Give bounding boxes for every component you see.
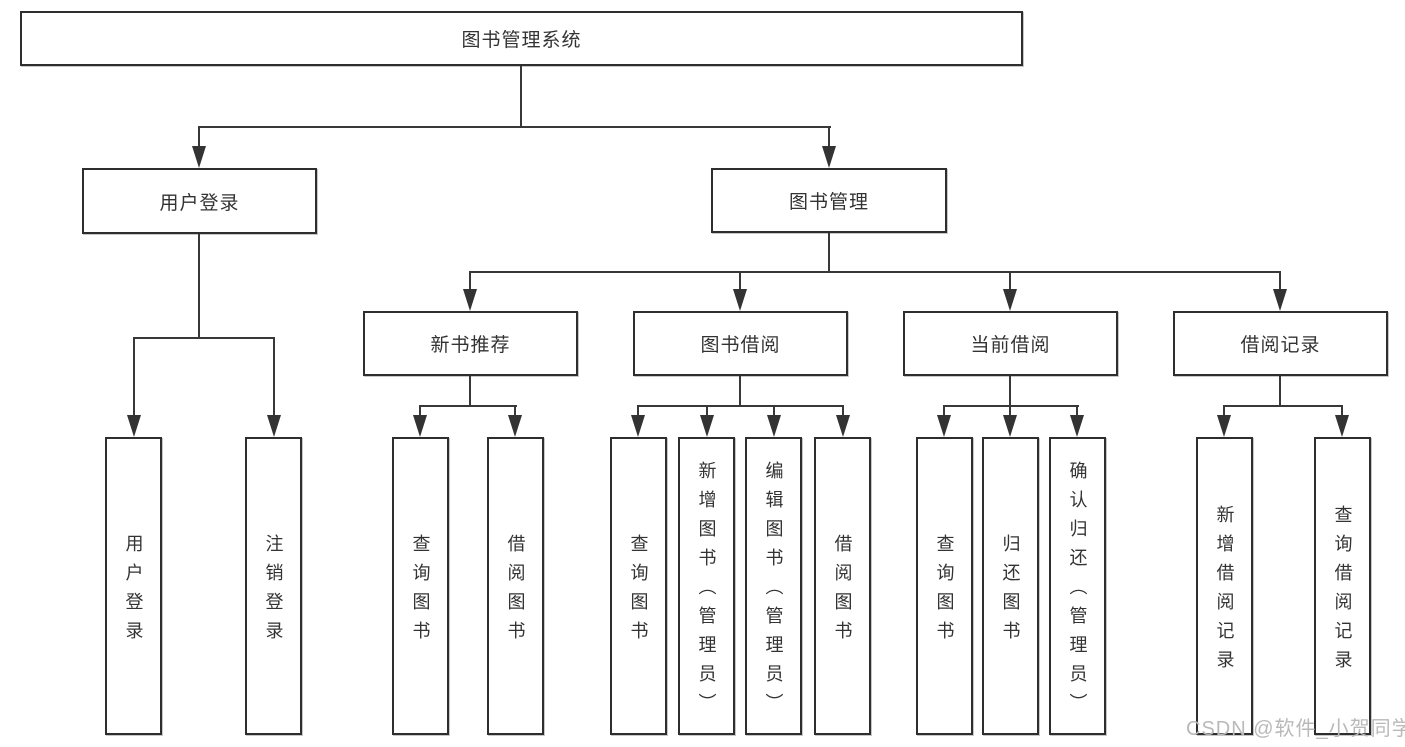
connector-user-login-bus xyxy=(133,337,275,339)
node-book-borrow: 图书借阅 xyxy=(633,311,848,376)
connector-records-drop-1 xyxy=(1223,405,1225,421)
node-query-books-under-current-label: 查询图书 xyxy=(934,533,955,650)
node-edit-books-admin-label: 编辑图书（管理员） xyxy=(763,461,784,722)
connector-current-drop-3 xyxy=(1076,405,1078,421)
node-query-books-under-borrow-label: 查询图书 xyxy=(628,533,649,650)
connector-level3-drop-1 xyxy=(469,271,471,293)
arrow-to-add-books xyxy=(700,415,714,437)
connector-book-borrow-stem xyxy=(739,376,741,407)
node-borrow-books-under-borrow-label: 借阅图书 xyxy=(832,533,853,650)
connector-book-borrow-drop-1 xyxy=(637,405,639,421)
connector-current-drop-2 xyxy=(1009,405,1011,421)
connector-level3-drop-3 xyxy=(1009,271,1011,293)
arrow-to-confirm-return xyxy=(1070,415,1084,437)
node-user-login: 用户登录 xyxy=(82,168,317,234)
node-return-books-label: 归还图书 xyxy=(1000,533,1021,650)
arrow-to-query-books-2 xyxy=(631,415,645,437)
node-query-books-under-current: 查询图书 xyxy=(916,437,973,735)
node-query-borrow-record: 查询借阅记录 xyxy=(1314,437,1371,735)
connector-root-stem xyxy=(520,66,522,128)
arrow-to-book-management xyxy=(822,146,836,168)
connector-new-book-drop-2 xyxy=(514,405,516,421)
node-return-books: 归还图书 xyxy=(982,437,1039,735)
node-add-books-admin-label: 新增图书（管理员） xyxy=(696,461,717,722)
connector-records-drop-2 xyxy=(1341,405,1343,421)
arrow-to-edit-books xyxy=(767,415,781,437)
arrow-to-add-borrow-record xyxy=(1217,415,1231,437)
connector-records-bus xyxy=(1223,405,1343,407)
csdn-watermark: CSDN @软件_小贺同学 xyxy=(1186,718,1405,740)
node-add-borrow-record-label: 新增借阅记录 xyxy=(1214,504,1235,679)
node-new-book-recommend-label: 新书推荐 xyxy=(430,335,511,356)
connector-level2-bus xyxy=(198,126,831,128)
node-borrow-books-under-new-book: 借阅图书 xyxy=(487,437,544,735)
connector-book-borrow-drop-3 xyxy=(773,405,775,421)
node-logout-leaf: 注销登录 xyxy=(245,437,302,735)
arrow-to-borrow-books-2 xyxy=(836,415,850,437)
node-current-borrow-label: 当前借阅 xyxy=(970,335,1051,356)
connector-level2-drop-left xyxy=(198,126,200,150)
arrow-to-user-login xyxy=(192,146,206,168)
node-book-management: 图书管理 xyxy=(711,168,947,233)
arrow-to-user-login-leaf xyxy=(127,415,141,437)
node-library-system-label: 图书管理系统 xyxy=(461,30,582,51)
node-logout-leaf-label: 注销登录 xyxy=(263,533,284,650)
connector-user-login-drop-1 xyxy=(133,337,135,419)
connector-level2-drop-right xyxy=(828,126,830,150)
node-query-borrow-record-label: 查询借阅记录 xyxy=(1332,504,1353,679)
node-new-book-recommend: 新书推荐 xyxy=(363,311,578,376)
arrow-to-book-borrow xyxy=(733,289,747,311)
connector-records-stem xyxy=(1279,376,1281,407)
node-confirm-return-admin: 确认归还（管理员） xyxy=(1049,437,1106,735)
node-user-login-label: 用户登录 xyxy=(159,192,240,214)
node-user-login-leaf: 用户登录 xyxy=(105,437,162,735)
connector-user-login-stem xyxy=(198,234,200,339)
node-query-books-under-new-book-label: 查询图书 xyxy=(410,533,431,650)
node-add-books-admin: 新增图书（管理员） xyxy=(678,437,735,735)
connector-current-stem xyxy=(1009,376,1011,407)
node-query-books-under-new-book: 查询图书 xyxy=(392,437,449,735)
arrow-to-query-books-1 xyxy=(413,415,427,437)
connector-book-borrow-drop-2 xyxy=(706,405,708,421)
node-book-borrow-label: 图书借阅 xyxy=(700,335,781,356)
connector-book-borrow-bus xyxy=(637,405,844,407)
connector-level3-drop-4 xyxy=(1279,271,1281,293)
node-borrow-records: 借阅记录 xyxy=(1173,311,1388,376)
node-current-borrow: 当前借阅 xyxy=(903,311,1118,376)
arrow-to-query-books-3 xyxy=(937,415,951,437)
connector-new-book-bus xyxy=(419,405,517,407)
arrow-to-borrow-records xyxy=(1273,289,1287,311)
connector-current-bus xyxy=(943,405,1079,407)
arrow-to-current-borrow xyxy=(1003,289,1017,311)
arrow-to-return-books xyxy=(1003,415,1017,437)
node-borrow-books-under-new-book-label: 借阅图书 xyxy=(505,533,526,650)
node-borrow-records-label: 借阅记录 xyxy=(1240,335,1321,356)
node-query-books-under-borrow: 查询图书 xyxy=(610,437,667,735)
arrow-to-query-borrow-record xyxy=(1335,415,1349,437)
connector-user-login-drop-2 xyxy=(273,337,275,419)
connector-level3-bus xyxy=(469,271,1281,273)
node-confirm-return-admin-label: 确认归还（管理员） xyxy=(1067,461,1088,722)
arrow-to-new-book-recommend xyxy=(463,289,477,311)
connector-level3-drop-2 xyxy=(739,271,741,293)
node-library-system: 图书管理系统 xyxy=(20,11,1023,66)
connector-new-book-stem xyxy=(469,376,471,407)
node-book-management-label: 图书管理 xyxy=(788,192,869,213)
node-edit-books-admin: 编辑图书（管理员） xyxy=(745,437,802,735)
node-add-borrow-record: 新增借阅记录 xyxy=(1196,437,1253,735)
node-borrow-books-under-borrow: 借阅图书 xyxy=(814,437,871,735)
connector-current-drop-1 xyxy=(943,405,945,421)
arrow-to-borrow-books-1 xyxy=(508,415,522,437)
connector-book-borrow-drop-4 xyxy=(842,405,844,421)
node-user-login-leaf-label: 用户登录 xyxy=(123,533,144,650)
arrow-to-logout-leaf xyxy=(267,415,281,437)
connector-book-mgmt-stem xyxy=(828,233,830,273)
connector-new-book-drop-1 xyxy=(419,405,421,421)
